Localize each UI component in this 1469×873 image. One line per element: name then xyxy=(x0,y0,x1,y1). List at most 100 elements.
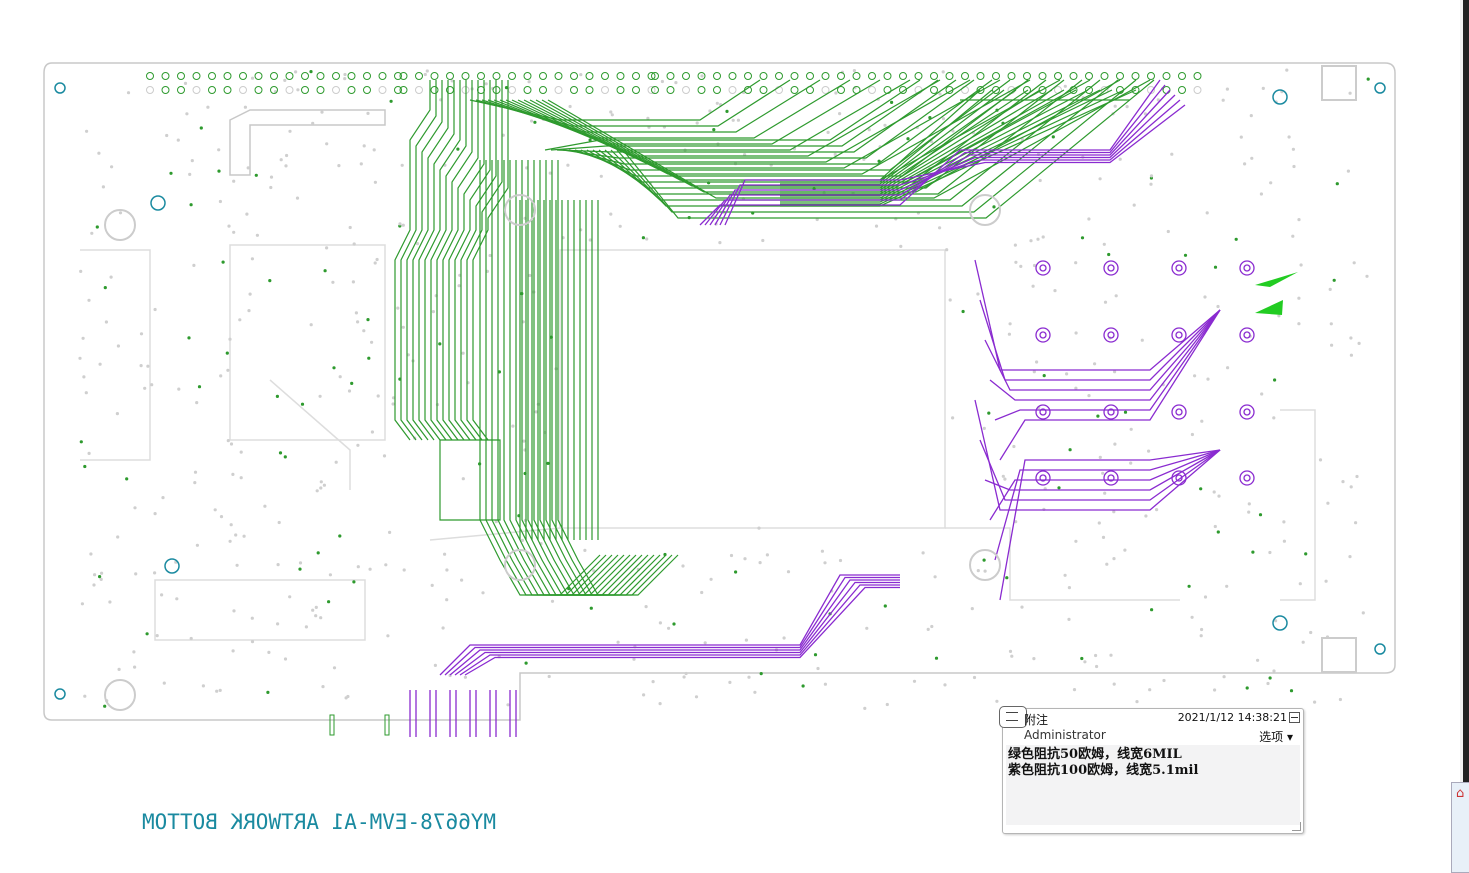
via xyxy=(322,483,326,487)
via xyxy=(279,158,283,162)
diff-via-hole xyxy=(1039,474,1047,482)
via xyxy=(228,539,232,543)
via xyxy=(242,534,246,538)
via xyxy=(226,439,230,443)
pad xyxy=(666,72,675,80)
via xyxy=(1273,378,1277,382)
pad xyxy=(728,72,737,80)
via xyxy=(82,375,86,379)
via xyxy=(450,79,454,83)
via xyxy=(368,567,372,571)
via xyxy=(1193,374,1197,378)
pad xyxy=(1069,72,1078,80)
via xyxy=(95,225,99,229)
via xyxy=(1297,322,1301,326)
via xyxy=(278,451,283,455)
diff-via-hole xyxy=(1107,474,1115,482)
via xyxy=(232,230,236,234)
via xyxy=(169,171,173,175)
pad xyxy=(1193,72,1202,80)
via xyxy=(461,477,465,481)
via xyxy=(332,666,337,670)
green-trace xyxy=(545,160,667,596)
pad xyxy=(585,72,594,80)
via xyxy=(1261,86,1265,90)
via xyxy=(506,703,510,707)
via xyxy=(1291,234,1295,238)
pad xyxy=(1178,72,1186,80)
via xyxy=(1309,630,1313,635)
via xyxy=(1221,98,1225,102)
via xyxy=(1291,147,1295,151)
via xyxy=(134,572,138,576)
via xyxy=(309,70,313,74)
pad xyxy=(852,72,861,80)
via xyxy=(1032,657,1036,661)
pad xyxy=(399,86,408,94)
via xyxy=(494,520,498,524)
via xyxy=(423,72,427,77)
annotation-popup[interactable]: 附注 2021/1/12 14:38:21 Administrator 选项 ▾… xyxy=(999,706,1304,834)
pad xyxy=(682,72,690,80)
diff-via xyxy=(1171,470,1187,486)
via xyxy=(319,616,323,620)
via xyxy=(1277,314,1281,318)
via xyxy=(852,69,857,73)
via xyxy=(1087,394,1091,398)
via xyxy=(98,362,102,366)
home-button[interactable]: ⌂ xyxy=(1451,782,1469,873)
via xyxy=(389,99,393,103)
via xyxy=(1107,252,1111,257)
via xyxy=(928,116,932,120)
via xyxy=(1012,444,1016,449)
purple-trace xyxy=(999,449,1221,601)
via xyxy=(352,580,356,584)
via xyxy=(867,128,871,132)
pad xyxy=(415,72,423,80)
via xyxy=(1103,491,1107,495)
pad xyxy=(945,72,954,80)
via xyxy=(316,551,320,555)
via xyxy=(1285,68,1289,72)
via xyxy=(1051,135,1055,139)
via xyxy=(190,159,194,163)
via xyxy=(139,364,143,368)
via xyxy=(1330,343,1334,347)
via xyxy=(248,292,252,296)
via xyxy=(284,164,288,168)
via xyxy=(820,549,825,553)
via xyxy=(1199,487,1203,491)
via xyxy=(1349,353,1353,357)
scrollbar-track[interactable] xyxy=(1460,0,1463,871)
via xyxy=(81,336,85,340)
via xyxy=(1053,289,1057,293)
via xyxy=(899,244,903,248)
via xyxy=(681,564,685,568)
pad xyxy=(332,72,340,80)
minimize-button[interactable] xyxy=(1289,712,1300,723)
via xyxy=(228,337,232,341)
via xyxy=(865,626,869,630)
green-trace xyxy=(448,80,485,441)
via xyxy=(445,598,449,602)
via xyxy=(232,609,236,613)
via xyxy=(1149,182,1153,186)
green-trace xyxy=(610,79,1119,207)
diff-via xyxy=(1239,260,1255,276)
via xyxy=(1125,105,1129,109)
via xyxy=(103,704,107,708)
via xyxy=(1042,374,1046,378)
via xyxy=(362,329,366,333)
via xyxy=(197,385,202,389)
resize-grip[interactable] xyxy=(1292,822,1301,831)
options-dropdown[interactable]: 选项 ▾ xyxy=(1259,730,1293,744)
purple-trace xyxy=(979,299,1221,381)
via xyxy=(1226,366,1230,370)
via xyxy=(912,679,917,683)
pad xyxy=(1178,86,1186,94)
comment-icon[interactable] xyxy=(999,706,1027,728)
via xyxy=(1063,84,1067,88)
pad xyxy=(177,86,185,94)
via xyxy=(92,583,96,587)
